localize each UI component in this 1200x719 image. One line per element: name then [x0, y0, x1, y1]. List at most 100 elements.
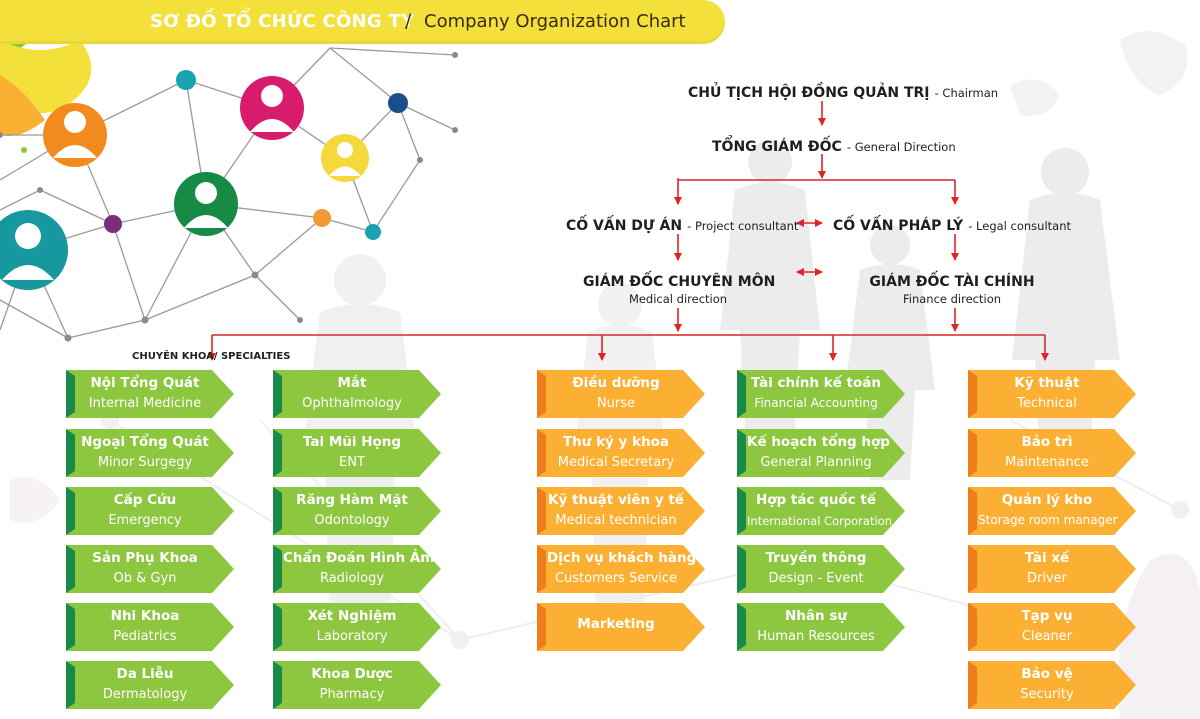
- specialty-name-en: Internal Medicine: [88, 396, 202, 411]
- arrow-box-shape: [273, 429, 441, 477]
- page-title-english: Company Organization Chart: [424, 11, 686, 32]
- arrow-box-shape: [537, 603, 705, 651]
- specialty-name-vn: Nội Tổng Quát: [90, 375, 200, 391]
- general-director-node: TỔNG GIÁM ĐỐC - General Direction: [712, 139, 956, 155]
- arrow-box-shape: [968, 603, 1136, 651]
- arrow-box-shape: [737, 429, 905, 477]
- specialty-name-en: Ob & Gyn: [113, 571, 177, 586]
- finance-dept-name-vn: Tài chính kế toán: [750, 375, 881, 391]
- operations-dept-name-vn: Tạp vụ: [1021, 608, 1073, 624]
- medical-support-box: Kỹ thuật viên y tế Medical technician: [537, 487, 705, 535]
- specialty-name-en: ENT: [339, 455, 365, 470]
- specialty-name-en: Radiology: [319, 571, 385, 586]
- operations-dept-name-en: Storage room manager: [978, 513, 1118, 527]
- general-director-subtitle: General Direction: [854, 140, 956, 154]
- arrow-box-shape: [66, 487, 234, 535]
- operations-dept-name-vn: Bảo trì: [1021, 434, 1073, 450]
- finance-dept-name-vn: Kế hoạch tổng hợp: [747, 434, 890, 450]
- medical-director-node: GIÁM ĐỐC CHUYÊN MÔN Medical direction: [583, 274, 775, 308]
- finance-dept-name-en: Financial Accounting: [754, 396, 878, 410]
- medical-support-name-en: Customers Service: [554, 571, 678, 586]
- specialty-name-vn: Xét Nghiệm: [307, 608, 397, 624]
- arrow-box-shape: [66, 603, 234, 651]
- medical-support-name-vn: Marketing: [577, 616, 655, 632]
- finance-dept-name-vn: Nhân sự: [785, 608, 847, 624]
- operations-dept-name-en: Cleaner: [1021, 629, 1073, 644]
- legal-consultant-title: CỐ VẤN PHÁP LÝ: [833, 218, 964, 234]
- specialty-name-en: Dermatology: [102, 687, 188, 702]
- specialty-name-vn: Cấp Cứu: [113, 492, 177, 508]
- project-consultant-title: CỐ VẤN DỰ ÁN: [566, 218, 683, 234]
- medical-support-box: Marketing: [537, 603, 705, 651]
- specialty-name-vn: Răng Hàm Mặt: [296, 492, 408, 508]
- arrow-box-shape: [66, 429, 234, 477]
- specialty-name-en: Minor Surgegy: [97, 455, 193, 470]
- specialty-name-en: Ophthalmology: [302, 396, 402, 411]
- arrow-box-shape: [968, 370, 1136, 418]
- arrow-box-shape: [737, 545, 905, 593]
- arrow-box-shape: [737, 603, 905, 651]
- specialty-name-vn: Da Liễu: [116, 666, 174, 682]
- arrow-box-shape: [968, 545, 1136, 593]
- network-node: [388, 93, 408, 113]
- operations-dept-name-vn: Tài xế: [1024, 550, 1070, 566]
- finance-director-node: GIÁM ĐỐC TÀI CHÍNH Finance direction: [862, 274, 1042, 308]
- specialty-name-vn: Nhi Khoa: [110, 608, 180, 624]
- finance-dept-name-vn: Hợp tác quốc tế: [755, 492, 877, 508]
- operations-dept-name-en: Maintenance: [1005, 455, 1089, 470]
- operations-dept-name-en: Security: [1020, 687, 1074, 702]
- general-director-title: TỔNG GIÁM ĐỐC: [712, 139, 842, 155]
- finance-dept-name-en: Design - Event: [768, 571, 864, 586]
- arrow-box-shape: [273, 661, 441, 709]
- medical-support-name-en: Medical technician: [555, 513, 677, 528]
- medical-support-name-vn: Kỹ thuật viên y tế: [548, 492, 684, 508]
- specialty-name-en: Pediatrics: [113, 629, 177, 644]
- page-title-vietnamese: SƠ ĐỒ TỔ CHỨC CÔNG TY: [150, 11, 415, 32]
- specialties-label: CHUYÊN KHOA/ SPECIALTIES: [132, 351, 291, 362]
- network-node: [365, 224, 381, 240]
- specialty-name-en: Emergency: [108, 513, 182, 528]
- arrow-box-shape: [537, 545, 705, 593]
- finance-dept-name-vn: Truyền thông: [765, 550, 867, 566]
- arrow-box-shape: [66, 545, 234, 593]
- arrow-box-shape: [968, 429, 1136, 477]
- specialty-name-vn: Tai Mũi Họng: [302, 434, 402, 450]
- specialty-name-en: Pharmacy: [319, 687, 385, 702]
- arrow-box-shape: [66, 661, 234, 709]
- project-consultant-node: CỐ VẤN DỰ ÁN - Project consultant: [566, 218, 799, 234]
- chairman-subtitle: Chairman: [942, 86, 999, 100]
- medical-support-name-vn: Thư ký y khoa: [562, 434, 670, 450]
- arrow-box-shape: [273, 370, 441, 418]
- medical-support-name-vn: Điều dưỡng: [572, 375, 660, 391]
- nurse-avatar-icon: [240, 76, 304, 140]
- specialty-name-vn: Mắt: [337, 375, 367, 391]
- operations-dept-name-en: Technical: [1017, 396, 1077, 411]
- medical-support-name-vn: Dịch vụ khách hàng: [547, 550, 697, 566]
- surgeon-avatar-icon: [174, 172, 238, 236]
- medical-support-name-en: Nurse: [596, 396, 636, 411]
- legal-consultant-subtitle: Legal consultant: [976, 219, 1072, 233]
- arrow-box-shape: [968, 487, 1136, 535]
- patient-avatar-icon: [0, 210, 68, 290]
- staff-avatar-icon: [321, 134, 369, 182]
- chairman-node: CHỦ TỊCH HỘI ĐỒNG QUẢN TRỊ - Chairman: [688, 85, 999, 101]
